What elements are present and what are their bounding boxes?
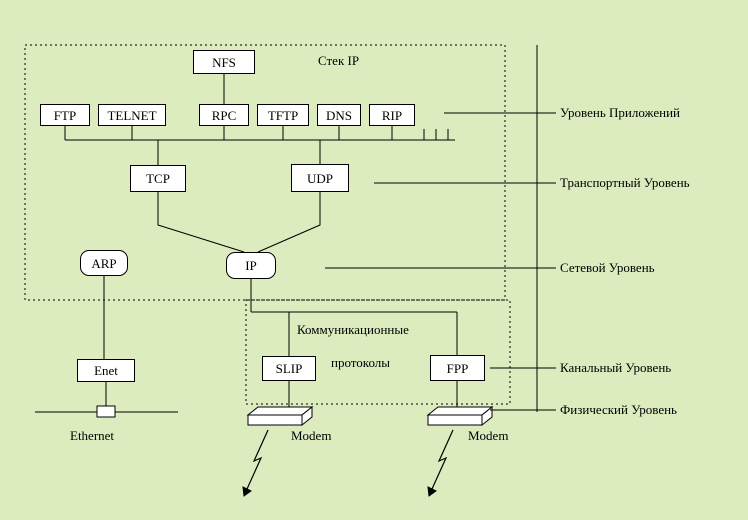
modem2-label: Modem	[468, 428, 509, 443]
node-udp: UDP	[291, 164, 349, 192]
node-telnet: TELNET	[98, 104, 166, 126]
ip-stack-dashed-frame	[24, 44, 506, 301]
comm-protocols-dashed-frame	[245, 299, 511, 405]
level-label-network: Сетевой Уровень	[560, 260, 655, 275]
node-tcp: TCP	[130, 165, 186, 192]
node-slip: SLIP	[262, 356, 316, 381]
node-ftp: FTP	[40, 104, 90, 126]
level-label-physical: Физический Уровень	[560, 402, 677, 417]
level-label-datalink: Канальный Уровень	[560, 360, 672, 375]
modem2-shape	[426, 405, 494, 427]
node-enet: Enet	[77, 359, 135, 382]
level-label-application: Уровень Приложений	[560, 105, 680, 120]
node-nfs: NFS	[193, 50, 255, 74]
modem1-label: Modem	[291, 428, 332, 443]
lightning-bolt-2	[427, 429, 454, 497]
node-rip: RIP	[369, 104, 415, 126]
application-layer-connectors	[64, 74, 455, 165]
comm-label-line2: протоколы	[331, 355, 391, 370]
transport-network-connectors	[103, 192, 458, 359]
ethernet-transceiver-shape	[96, 405, 116, 418]
node-rpc: RPC	[199, 104, 249, 126]
level-indicator-lines	[325, 45, 556, 412]
node-tftp: TFTP	[257, 104, 309, 126]
ethernet-label: Ethernet	[70, 428, 115, 443]
node-arp: ARP	[80, 250, 128, 276]
modem1-shape	[246, 405, 314, 427]
stack-title: Стек IP	[318, 53, 360, 68]
comm-label-line1: Коммуникационные	[297, 322, 409, 337]
node-ip: IP	[226, 252, 276, 279]
node-fpp: FPP	[430, 355, 485, 381]
lightning-bolt-1	[242, 429, 269, 497]
level-label-transport: Транспортный Уровень	[560, 175, 690, 190]
node-dns: DNS	[317, 104, 361, 126]
